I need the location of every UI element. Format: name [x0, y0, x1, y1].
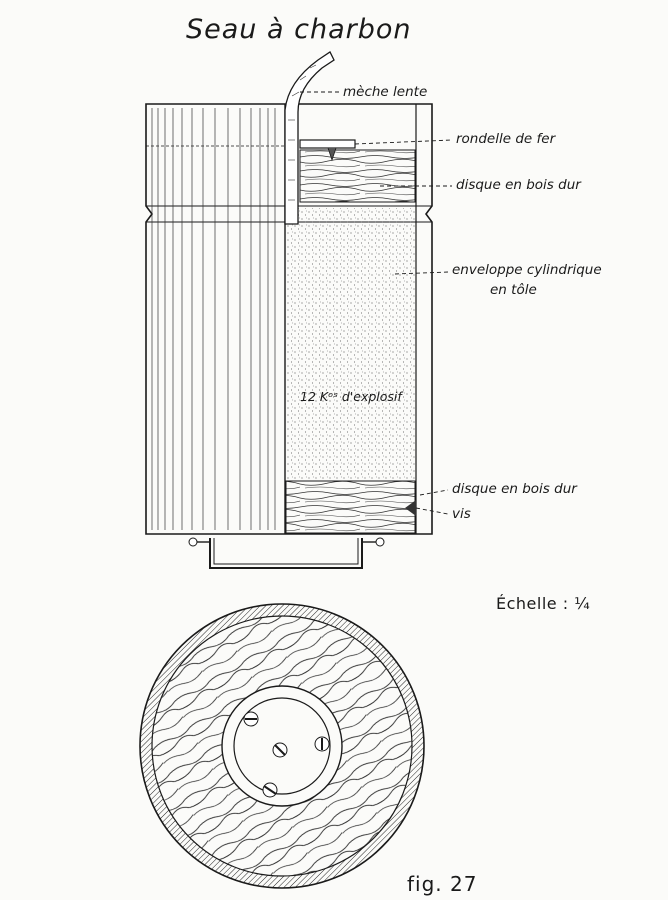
plan-screws — [243, 711, 330, 798]
label-slow-fuse: mèche lente — [343, 84, 428, 100]
slow-fuse — [284, 51, 335, 225]
iron-washer — [299, 139, 356, 149]
leader-lines — [300, 91, 453, 515]
label-iron-washer: rondelle de fer — [456, 131, 556, 147]
label-envelope-line1: enveloppe cylindrique — [452, 262, 602, 278]
explosive-fill — [286, 208, 415, 480]
bucket-plan-view — [139, 603, 425, 889]
handle — [188, 537, 385, 569]
bottom-screw — [405, 500, 416, 516]
scale-label: Échelle : ¼ — [496, 594, 591, 613]
label-bottom-disk: disque en bois dur — [452, 481, 577, 497]
figure-number: fig. 27 — [407, 872, 478, 896]
bottom-wood-disk — [285, 480, 416, 534]
diagram-title: Seau à charbon — [186, 14, 412, 45]
label-explosive: 12 Kᵒˢ d'explosif — [300, 389, 402, 404]
exterior-shading — [151, 108, 276, 530]
label-screw: vis — [452, 506, 471, 522]
washer-screw — [327, 147, 337, 162]
label-envelope-line2: en tôle — [490, 282, 537, 298]
top-wood-disk — [299, 149, 416, 203]
label-top-disk: disque en bois dur — [456, 177, 581, 193]
